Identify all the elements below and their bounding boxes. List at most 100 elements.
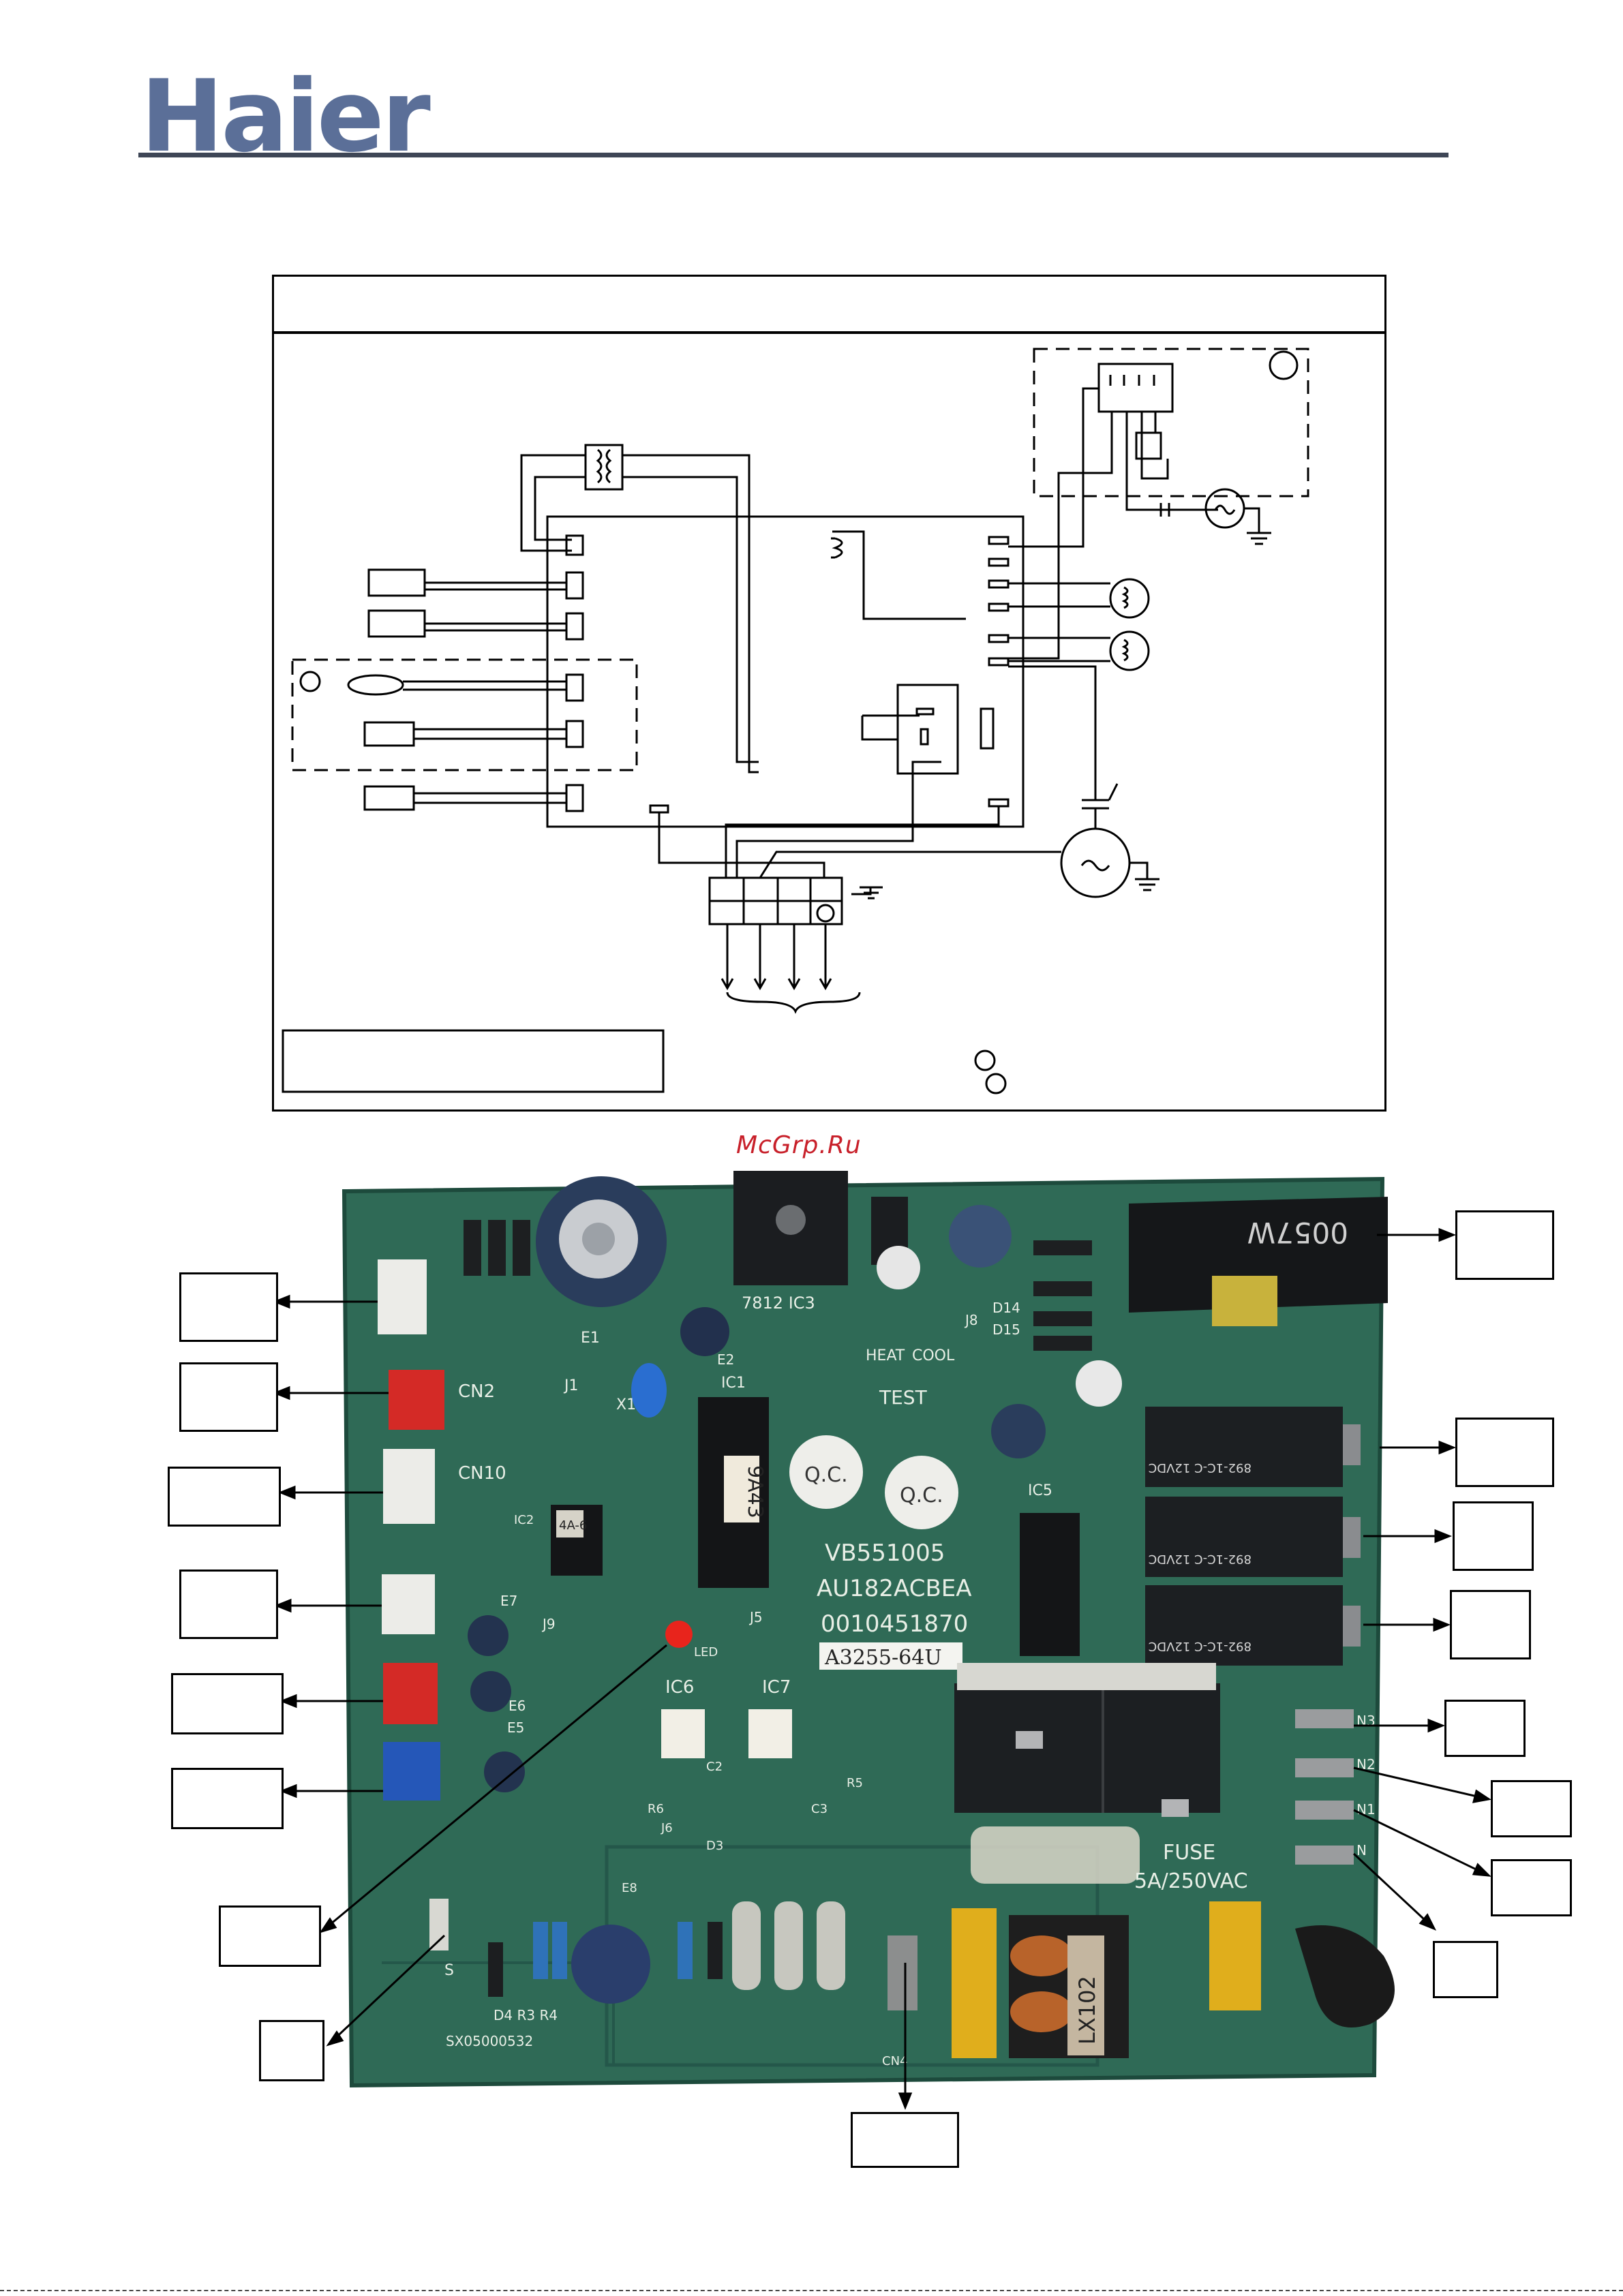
bottom-components: LX102 — [429, 1899, 1395, 2058]
callout-box-relay-3 — [1450, 1590, 1531, 1659]
board-serial: SX05000532 — [446, 2033, 533, 2049]
capacitor-yellow-right — [1209, 1901, 1261, 2010]
j6-label: J6 — [661, 1821, 673, 1835]
qc-label-1: Q.C. — [804, 1463, 848, 1487]
callout-box-relay-1 — [1455, 1418, 1554, 1487]
capacitor-bottom — [571, 1925, 650, 2004]
transformer-label: 0057W — [1247, 1216, 1348, 1249]
left-terminal-blocks — [565, 534, 584, 812]
fuse-label: FUSE — [1163, 1841, 1215, 1865]
callout-box-n1 — [1491, 1859, 1572, 1916]
x1-label: X1 — [616, 1396, 636, 1413]
e2-label: E2 — [717, 1351, 734, 1368]
inductor-label: LX102 — [1074, 1976, 1100, 2045]
ic5-chip — [1020, 1513, 1080, 1656]
callout-box-cn2 — [179, 1362, 278, 1432]
d14-label: D14 — [992, 1300, 1020, 1316]
ic2-label: IC2 — [514, 1513, 534, 1527]
callout-arrows — [272, 1227, 1491, 2111]
crystal-x1 — [631, 1363, 667, 1418]
e7-label: E7 — [500, 1593, 517, 1609]
callout-box-n — [1433, 1941, 1498, 1998]
fan-motor-symbol — [1008, 665, 1159, 898]
header-rule — [138, 153, 1448, 157]
r5-label: R5 — [847, 1776, 863, 1790]
board-code-2: AU182ACBEA — [817, 1575, 972, 1602]
right-terminals — [649, 536, 1010, 814]
callout-box-s — [259, 2020, 324, 2081]
ic7-optocoupler — [748, 1709, 792, 1758]
j5-label: J5 — [748, 1609, 763, 1625]
top-diodes — [464, 1220, 1092, 1351]
callout-box-cn10 — [168, 1467, 281, 1527]
motor-coils — [1008, 578, 1150, 671]
relay-3-label: 892-1C-C 12VDC — [1149, 1639, 1252, 1653]
white-component-2 — [1076, 1360, 1122, 1407]
connector-white-3 — [382, 1574, 435, 1634]
j1-label: J1 — [563, 1377, 579, 1394]
wiring-diagram-title-bar — [272, 275, 1386, 334]
test-label: TEST — [879, 1386, 928, 1409]
power-cable — [1295, 1925, 1395, 2027]
small-capacitors — [468, 1615, 525, 1792]
callout-box-relay-2 — [1453, 1501, 1534, 1571]
c2-label: C2 — [706, 1760, 723, 1774]
r6-label: R6 — [648, 1802, 664, 1816]
connector-top-white — [378, 1259, 427, 1334]
d15-label: D15 — [992, 1321, 1020, 1338]
note-marker-2 — [985, 1073, 1007, 1095]
display-connector — [363, 785, 566, 811]
page-bottom-rule — [0, 2290, 1623, 2291]
callout-box-n3 — [1444, 1700, 1526, 1757]
ic1-label: IC1 — [721, 1375, 746, 1392]
ic1-chip-label: 9A43 — [743, 1465, 767, 1518]
s-label: S — [444, 1962, 454, 1979]
callout-box-cn-top — [179, 1272, 278, 1342]
callout-box-transformer — [1455, 1210, 1554, 1280]
e1-label: E1 — [581, 1330, 600, 1347]
callout-box-led — [219, 1905, 321, 1967]
power-supply-arrows — [721, 924, 861, 1014]
capacitor-e2 — [680, 1307, 729, 1356]
c3-label: C3 — [811, 1802, 828, 1816]
main-relay — [954, 1663, 1220, 1817]
haier-logo: Haier — [140, 59, 431, 174]
callout-box-white-3 — [179, 1570, 278, 1639]
board-code-3: 0010451870 — [821, 1610, 968, 1638]
outdoor-area-marker — [1269, 350, 1299, 380]
white-blob — [877, 1246, 920, 1289]
top-transformer: 0057W — [1129, 1197, 1388, 1326]
connector-red-2 — [383, 1663, 438, 1724]
cn4-connector — [888, 1935, 917, 2010]
wiring-diagram-frame — [272, 275, 1386, 1112]
relay-coil-symbol — [831, 530, 995, 775]
d4-label: D4 R3 R4 — [494, 2007, 558, 2023]
main-capacitor — [536, 1176, 667, 1307]
ic6-optocoupler — [661, 1709, 705, 1758]
capacitor-top — [949, 1205, 1012, 1268]
heat-label: HEAT — [866, 1347, 905, 1364]
relays: 892-1C-C 12VDC 892-1C-C 12VDC 892-1C-C 1… — [1145, 1407, 1361, 1666]
sensor-connectors — [367, 568, 566, 638]
connector-cn10 — [383, 1449, 435, 1524]
ic3-regulator: 7812 IC3 — [733, 1171, 848, 1313]
e8-label: E8 — [622, 1881, 637, 1895]
n-terminals — [1295, 1709, 1354, 1865]
qc-stickers: Q.C. Q.C. — [789, 1435, 958, 1529]
callout-box-cn4 — [851, 2112, 959, 2168]
relay-1-label: 892-1C-C 12VDC — [1149, 1460, 1252, 1475]
outdoor-area-dashed — [1033, 348, 1309, 498]
board-code-block: VB551005 AU182ACBEA 0010451870 A3255-64U — [817, 1540, 972, 1670]
board-code-4: A3255-64U — [824, 1646, 942, 1670]
watermark: McGrp.Ru — [736, 1131, 862, 1159]
e5-label: E5 — [507, 1719, 524, 1736]
ic2-chip-label: 4A-6 — [559, 1518, 587, 1533]
connector-blue — [383, 1742, 440, 1801]
callout-box-red-2 — [171, 1673, 284, 1734]
cn10-label: CN10 — [458, 1463, 506, 1484]
ic3-label: 7812 IC3 — [742, 1294, 815, 1313]
pcb-outline — [546, 515, 1025, 828]
relay-2-label: 892-1C-C 12VDC — [1149, 1552, 1252, 1566]
connector-cn2 — [389, 1370, 444, 1430]
power-terminal-block — [658, 761, 1061, 925]
